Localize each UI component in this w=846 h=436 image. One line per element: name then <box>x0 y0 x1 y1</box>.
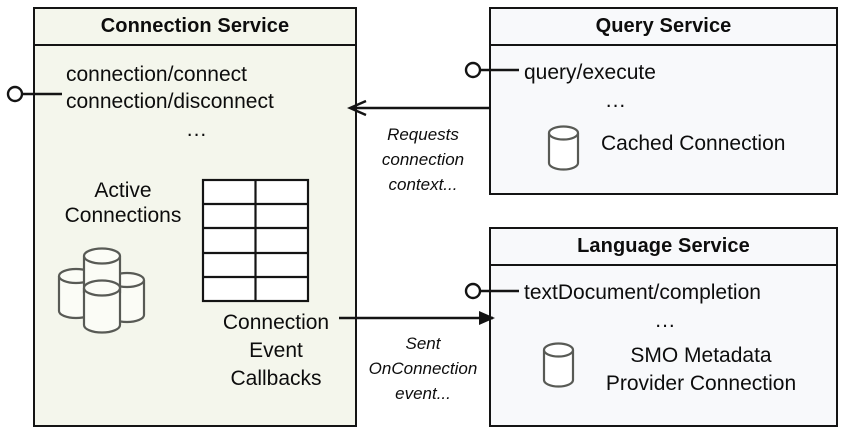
language-service-api-ellipsis: ... <box>655 309 676 332</box>
language-service-api-completion: textDocument/completion <box>524 281 761 304</box>
edge-label-sent-onconnection-event-line2: OnConnection <box>368 359 478 378</box>
connection-service-title: Connection Service <box>35 9 355 46</box>
language-service-box[interactable]: Language Service textDocument/completion… <box>489 227 838 427</box>
connection-event-callbacks-label-line3: Callbacks <box>230 367 322 390</box>
connection-service-box[interactable]: Connection Service connection/connect co… <box>33 7 357 427</box>
query-service-api-ellipsis: ... <box>605 89 627 112</box>
active-connections-label-line1: Active <box>94 179 152 202</box>
language-service-title: Language Service <box>491 229 836 266</box>
edge-label-requests-connection-context-line2: connection <box>381 150 465 169</box>
edge-query-to-connection <box>347 99 489 117</box>
language-service-body: textDocument/completion ... SMO Metadata… <box>491 266 836 425</box>
query-service-api-execute: query/execute <box>524 61 656 84</box>
query-service-title: Query Service <box>491 9 836 46</box>
edge-label-sent-onconnection-event-line3: event... <box>395 384 451 403</box>
connection-service-api-disconnect: connection/disconnect <box>66 90 274 113</box>
edge-label-requests-connection-context-line3: context... <box>388 175 458 194</box>
edge-label-requests-connection-context-line1: Requests <box>387 125 459 144</box>
smo-metadata-label-line1: SMO Metadata <box>630 344 772 367</box>
query-service-box[interactable]: Query Service query/execute ... Cached C… <box>489 7 838 195</box>
connection-service-api-connect: connection/connect <box>66 63 247 86</box>
connection-service-body: connection/connect connection/disconnect… <box>35 46 355 425</box>
smo-metadata-label-line2: Provider Connection <box>605 372 797 395</box>
active-connections-label-line2: Connections <box>64 204 182 227</box>
connection-event-callbacks-label-line2: Event <box>249 339 303 362</box>
query-service-body: query/execute ... Cached Connection <box>491 46 836 193</box>
connection-event-callbacks-label-line1: Connection <box>222 311 330 334</box>
connection-service-api-ellipsis: ... <box>186 118 208 141</box>
edge-connection-to-language <box>339 311 495 325</box>
edge-label-sent-onconnection-event-line1: Sent <box>405 334 441 353</box>
cached-connection-label: Cached Connection <box>601 132 786 155</box>
